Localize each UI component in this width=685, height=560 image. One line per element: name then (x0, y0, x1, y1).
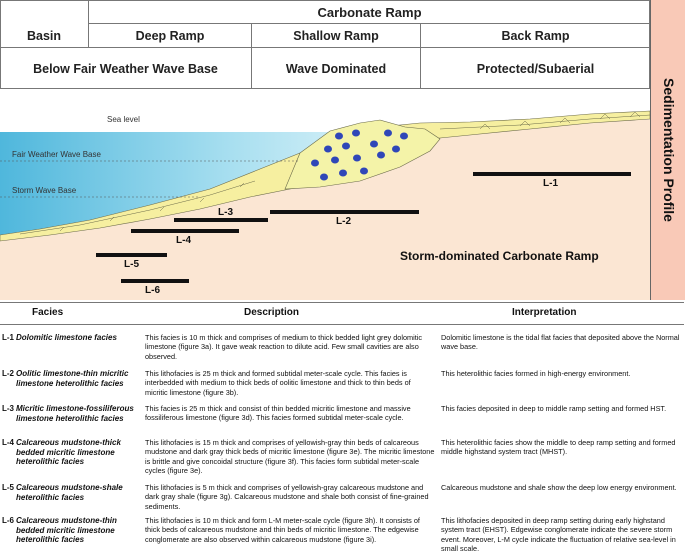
row-facies: Micritic limestone-fossiliferous limesto… (16, 404, 134, 423)
header-basin: Basin (26, 28, 62, 43)
level-label-2: L-2 (336, 216, 351, 227)
header-line-1 (88, 23, 650, 24)
ramp-title: Storm-dominated Carbonate Ramp (400, 249, 599, 263)
row-facies: Oolitic limestone-thin micritic limeston… (16, 369, 129, 388)
level-bar-6 (121, 279, 189, 283)
row-code: L-5 (2, 483, 14, 492)
row-facies: Calcareous mudstone-thick bedded micriti… (16, 438, 121, 466)
level-bar-1 (473, 172, 631, 176)
header-protected: Protected/Subaerial (476, 61, 595, 76)
facies-table: Facies Description Interpretation L-1 Do… (0, 302, 684, 560)
fair-weather-label: Fair Weather Wave Base (12, 150, 101, 159)
level-label-4: L-4 (176, 235, 191, 246)
row-code: L-4 (2, 438, 14, 447)
row-code: L-3 (2, 404, 14, 413)
level-label-5: L-5 (124, 259, 139, 270)
header-shallow-ramp: Shallow Ramp (293, 28, 379, 43)
row-facies: Calcareous mudstone-shale heterolithic f… (16, 483, 123, 502)
row-interpretation: Calcareous mudstone and shale show the d… (441, 483, 677, 492)
header-line-v1 (88, 0, 89, 48)
table-header-description: Description (244, 307, 300, 318)
row-interpretation: This facies deposited in deep to middle … (441, 404, 667, 413)
header-back-ramp: Back Ramp (501, 28, 570, 43)
header-carbonate-ramp: Carbonate Ramp (317, 4, 422, 20)
header-grid (0, 0, 650, 89)
header-line-v2 (251, 24, 252, 89)
table-header-interpretation: Interpretation (512, 307, 577, 318)
row-description: This facies is 10 m thick and comprises … (145, 333, 422, 361)
row-description: This lithofacies is 25 m thick and forme… (145, 369, 411, 397)
row-interpretation: This lithofacies deposited in deep ramp … (441, 516, 676, 553)
sediment-body (0, 111, 650, 300)
row-interpretation: Dolomitic limestone is the tidal flat fa… (441, 333, 680, 352)
header-below-fwwb: Below Fair Weather Wave Base (33, 61, 218, 76)
header-wave-dominated: Wave Dominated (285, 61, 387, 76)
sea-water (0, 132, 420, 235)
header-deep-ramp: Deep Ramp (135, 28, 205, 43)
row-code: L-2 (2, 369, 14, 378)
ooid-dots (311, 129, 408, 181)
side-label: Sedimentation Profile (660, 78, 677, 222)
level-bar-3 (174, 218, 268, 222)
row-interpretation: This heterolithic facies formed in high-… (441, 369, 631, 378)
side-panel: Sedimentation Profile (650, 0, 685, 300)
row-description: This lithofacies is 10 m thick and form … (145, 516, 420, 544)
level-label-1: L-1 (543, 178, 558, 189)
storm-wave-label: Storm Wave Base (12, 186, 77, 195)
row-interpretation: This heterolithic facies show the middle… (441, 438, 676, 457)
row-code: L-1 (2, 333, 14, 342)
row-facies: Calcareous mudstone-thin bedded micritic… (16, 516, 117, 544)
level-bar-4 (131, 229, 239, 233)
row-description: This lithofacies is 5 m thick and compri… (145, 483, 429, 511)
row-description: This lithofacies is 15 m thick and compr… (145, 438, 435, 475)
table-header-facies: Facies (32, 307, 64, 318)
level-label-6: L-6 (145, 285, 160, 296)
level-bar-5 (96, 253, 167, 257)
level-bar-2 (270, 210, 419, 214)
profile-diagram (0, 89, 650, 300)
table-header-rule (0, 324, 684, 325)
level-label-3: L-3 (218, 207, 233, 218)
row-code: L-6 (2, 516, 14, 525)
sea-level-label: Sea level (107, 115, 140, 124)
row-description: This facies is 25 m thick and consist of… (145, 404, 411, 423)
header-line-2 (0, 47, 650, 48)
row-facies: Dolomitic limestone facies (16, 333, 117, 342)
bedding-lines (19, 111, 650, 235)
header-line-v3 (420, 24, 421, 89)
